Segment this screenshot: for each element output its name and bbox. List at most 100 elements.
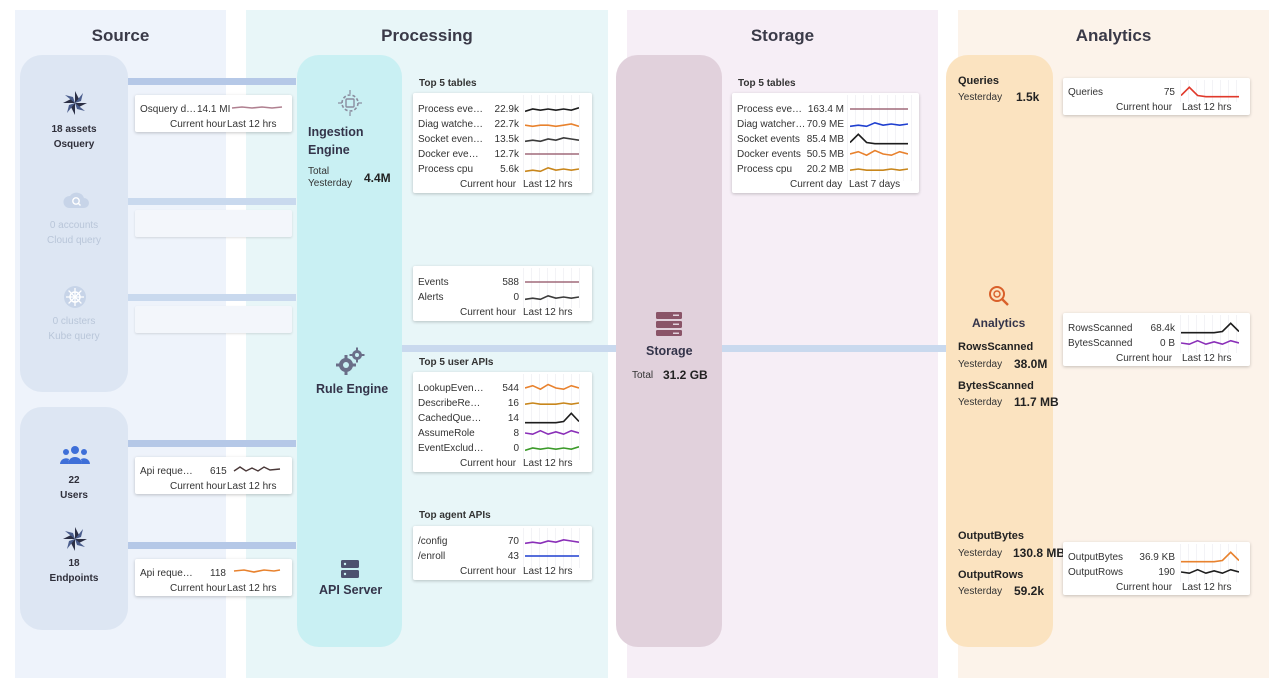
row-value: 36.9 KB (1139, 552, 1175, 563)
row-value: 544 (502, 383, 519, 394)
row-value: 0 (513, 292, 519, 303)
row-value: 588 (502, 277, 519, 288)
osquery-name: Osquery (53, 139, 95, 150)
output-bytes-yesterday-label: Yesterday (958, 548, 1003, 559)
source-group-bottom (20, 407, 128, 630)
ingestion-title: Ingestion Engine (308, 123, 364, 159)
ingestion-total-label: Total Yesterday (308, 166, 352, 190)
row-value: 75 (1163, 87, 1175, 98)
storage-lane-title: Storage (750, 26, 815, 45)
row-name: Socket even… (418, 134, 484, 145)
osquery-label: 18 assets Osquery (24, 122, 124, 152)
row-value: 85.4 MB (806, 134, 844, 145)
row-value: 0 B (1159, 338, 1175, 349)
sparkline (233, 466, 281, 472)
database-server-icon[interactable] (655, 311, 683, 337)
sparkline (525, 166, 579, 173)
row-name: LookupEven… (418, 383, 484, 394)
rows-scanned-title: RowsScanned (958, 341, 1034, 353)
sparkline (525, 446, 579, 452)
user-apis-title: Top 5 user APIs (419, 357, 494, 368)
sparkline (525, 402, 579, 406)
range-caption: Last 12 hrs (523, 179, 573, 190)
chart-grid (1180, 315, 1244, 353)
range-caption: Last 12 hrs (523, 307, 573, 318)
kube-metric-card (135, 306, 292, 333)
row-value: 5.6k (500, 164, 519, 175)
rows-scanned-yesterday-label: Yesterday (958, 359, 1003, 370)
sparkline (231, 106, 283, 109)
metric-value: 14.1 MI (197, 104, 231, 115)
range-caption: Last 12 hrs (1182, 102, 1232, 113)
row-name: Events (418, 277, 449, 288)
current-caption: Current hour (1116, 102, 1173, 113)
sparkline (850, 168, 908, 172)
row-value: 22.7k (494, 119, 519, 130)
users-metric-card[interactable]: Api reque… 615 Current hour Last 12 hrs (135, 457, 292, 494)
processing-pipeline (297, 55, 402, 647)
row-name: Process eve… (418, 104, 484, 115)
endpoints-metric-card[interactable]: Api reque… 118 Current hour Last 12 hrs (135, 559, 292, 596)
output-rows-yesterday-label: Yesterday (958, 586, 1003, 597)
range-caption: Last 12 hrs (523, 458, 573, 469)
cloud-search-icon[interactable] (61, 190, 91, 212)
analytics-title: Analytics (972, 316, 1026, 330)
output-rows-title: OutputRows (958, 569, 1024, 581)
sparkline (525, 107, 579, 113)
sparkline (1181, 86, 1239, 98)
rows-scanned-value: 38.0M (1014, 357, 1048, 371)
range-caption: Last 12 hrs (523, 566, 573, 577)
row-value: 70 (507, 536, 519, 547)
kube-name: Kube query (48, 331, 100, 342)
sparkline (1181, 568, 1239, 575)
sparkline (525, 281, 579, 283)
current-caption: Current hour (460, 307, 517, 318)
chart-grid (523, 528, 587, 568)
row-name: AssumeRole (418, 428, 475, 439)
server-icon[interactable] (340, 559, 360, 579)
current-caption: Current hour (170, 583, 227, 594)
cloud-count: 0 accounts (49, 220, 99, 231)
row-name: OutputRows (1068, 567, 1124, 578)
metric-name: Api reque… (140, 466, 193, 477)
bytes-scanned-value: 11.7 MB (1014, 395, 1059, 409)
ingestion-total-value: 4.4M (364, 171, 391, 185)
helm-wheel-icon[interactable] (62, 284, 88, 310)
bytes-scanned-yesterday-label: Yesterday (958, 397, 1003, 408)
output-bytes-title: OutputBytes (958, 530, 1024, 542)
current-caption: Current hour (460, 458, 517, 469)
sparkline (850, 108, 908, 110)
chip-gear-icon[interactable] (335, 89, 365, 117)
queries-value: 1.5k (1016, 90, 1040, 104)
osquery-metric-card[interactable]: Osquery d… 14.1 MI Current hour Last 12 … (135, 95, 292, 132)
range-caption: Last 12 hrs (227, 583, 277, 594)
gears-icon[interactable] (334, 347, 366, 377)
users-icon[interactable] (60, 444, 90, 466)
ingestion-total-label-2: Yesterday (308, 178, 353, 189)
row-name: Socket events (737, 134, 800, 145)
kubernetes-pinwheel-icon[interactable] (61, 89, 89, 117)
row-name: /config (418, 536, 448, 547)
metric-value: 615 (210, 466, 227, 477)
range-caption: Last 12 hrs (227, 119, 277, 130)
row-name: Docker eve… (418, 149, 479, 160)
current-caption: Current hour (460, 566, 517, 577)
search-analytics-icon[interactable] (987, 284, 1011, 308)
row-name: Process cpu (418, 164, 474, 175)
metric-value: 118 (210, 568, 226, 579)
storage-tables-title: Top 5 tables (738, 78, 796, 89)
ingestion-title-line1: Ingestion (308, 125, 364, 139)
output-bytes-value: 130.8 MB (1013, 546, 1066, 560)
sparkline (1181, 322, 1239, 334)
kubernetes-pinwheel-icon[interactable] (61, 525, 89, 553)
cloud-name: Cloud query (47, 235, 101, 246)
row-value: 22.9k (494, 104, 519, 115)
